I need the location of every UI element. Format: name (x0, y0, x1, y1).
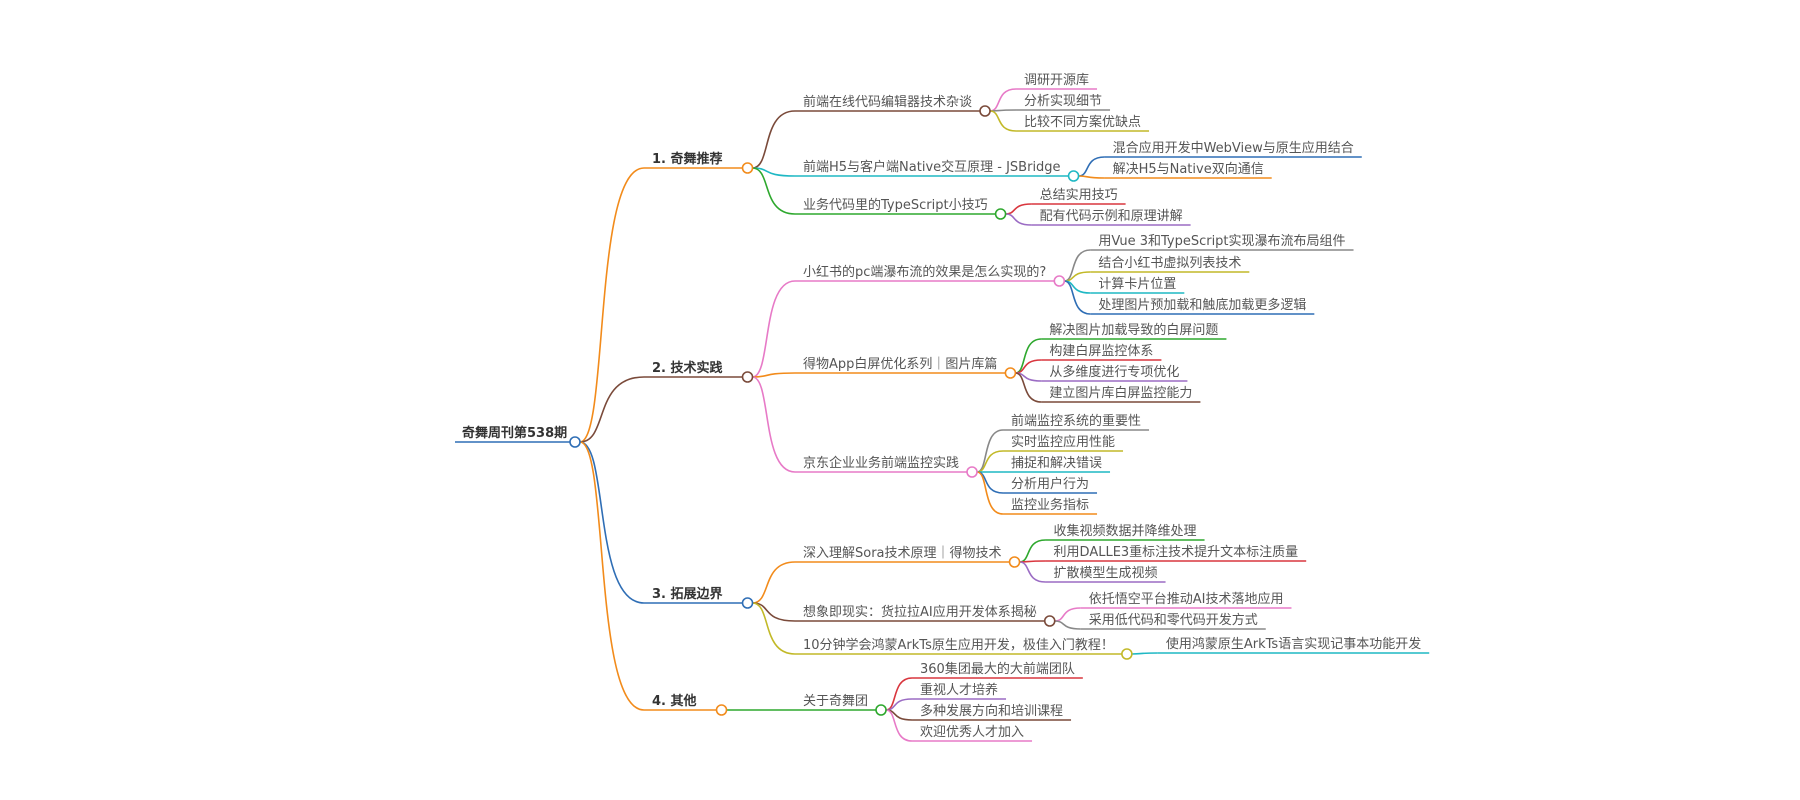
underline-layer (455, 88, 1430, 742)
topic-node-dot (966, 466, 978, 478)
topic-node-dot (994, 208, 1007, 220)
topic-connector (752, 561, 796, 604)
branch-topic: 2. 技术实践 (652, 360, 723, 376)
subtopic-connector (1019, 560, 1046, 563)
subtopic-label: 建立图片库白屏监控能力 (1049, 385, 1192, 401)
topic-label: 得物App白屏优化系列｜图片库篇 (803, 356, 997, 372)
subtopic-label: 分析用户行为 (1011, 476, 1089, 492)
subtopic-label: 多种发展方向和培训课程 (920, 703, 1063, 719)
topic-node-dot (875, 704, 887, 716)
subtopic-label: 监控业务指标 (1011, 497, 1089, 513)
topic-node-dot (1004, 367, 1017, 379)
topic-label: 前端H5与客户端Native交互原理 - JSBridge (803, 159, 1061, 175)
branch-node-dot (741, 597, 754, 609)
topic-label: 10分钟学会鸿蒙ArkTs原生应用开发，极佳入门教程！ (803, 637, 1114, 653)
subtopic-connector (1015, 372, 1042, 403)
subtopic-connector (1054, 620, 1081, 630)
topic-node-dot (979, 105, 991, 117)
branch-connector (579, 376, 645, 443)
subtopic-connector (976, 471, 1004, 515)
subtopic-label: 重视人才培养 (920, 682, 998, 698)
subtopic-connector (1005, 203, 1032, 215)
subtopic-label: 处理图片预加载和触底加载更多逻辑 (1098, 297, 1306, 313)
subtopic-connector (1054, 607, 1081, 622)
subtopic-label: 收集视频数据并降维处理 (1054, 523, 1197, 539)
branch-connector (579, 167, 645, 443)
branch-node-dot (741, 371, 754, 383)
subtopic-label: 用Vue 3和TypeScript实现瀑布流布局组件 (1098, 234, 1345, 249)
branch-topic: 1. 奇舞推荐 (652, 151, 723, 167)
branch-node-dot (715, 704, 728, 716)
topic-label: 京东企业业务前端监控实践 (803, 455, 959, 471)
subtopic-connector (1015, 338, 1042, 374)
branch-connector (579, 441, 645, 711)
root-topic: 奇舞周刊第538期 (462, 425, 567, 441)
subtopic-label: 依托悟空平台推动AI技术落地应用 (1089, 591, 1284, 607)
branch-connector (579, 441, 645, 604)
subtopic-label: 调研开源库 (1024, 72, 1089, 88)
subtopic-label: 采用低代码和零代码开发方式 (1089, 612, 1258, 628)
subtopic-label: 从多维度进行专项优化 (1049, 364, 1179, 380)
topic-node-dot (1121, 648, 1133, 660)
topic-connector (752, 602, 796, 655)
subtopic-label: 使用鸿蒙原生ArkTs语言实现记事本功能开发 (1166, 636, 1421, 652)
topic-node-dot (1008, 556, 1021, 568)
topic-connector (752, 376, 796, 473)
topic-label: 小红书的pc端瀑布流的效果是怎么实现的? (803, 264, 1046, 280)
subtopic-connector (1019, 539, 1046, 563)
topic-connector (752, 372, 796, 378)
topic-label: 前端在线代码编辑器技术杂谈 (803, 94, 972, 110)
node-dot-layer (569, 105, 1133, 716)
topic-node-dot (1043, 615, 1056, 627)
subtopic-connector (1005, 213, 1032, 226)
topic-connector (752, 110, 796, 169)
subtopic-connector (1064, 271, 1091, 282)
topic-node-dot (1053, 275, 1066, 287)
topic-connector (752, 167, 796, 215)
subtopic-label: 结合小红书虚拟列表技术 (1098, 255, 1241, 271)
connector-layer (579, 88, 1158, 742)
subtopic-label: 360集团最大的大前端团队 (920, 661, 1075, 677)
subtopic-connector (1078, 156, 1105, 177)
subtopic-connector (1131, 652, 1158, 655)
subtopic-label: 解决图片加载导致的白屏问题 (1049, 322, 1218, 338)
subtopic-label: 配有代码示例和原理讲解 (1040, 209, 1183, 224)
subtopic-label: 构建白屏监控体系 (1049, 343, 1153, 359)
subtopic-connector (1064, 249, 1091, 282)
branch-topic: 3. 拓展边界 (652, 586, 723, 602)
subtopic-label: 实时监控应用性能 (1011, 434, 1115, 450)
subtopic-connector (1019, 561, 1046, 583)
subtopic-connector (990, 109, 1017, 112)
label-layer: 奇舞周刊第538期 1. 奇舞推荐 前端在线代码编辑器技术杂谈 调研开源库分析实现细节… (462, 72, 1421, 740)
topic-label: 想象即现实：货拉拉AI应用开发体系揭秘 (803, 604, 1037, 620)
root-node-dot (569, 436, 581, 448)
subtopic-connector (1078, 175, 1105, 179)
subtopic-label: 总结实用技巧 (1040, 188, 1118, 203)
subtopic-connector (989, 110, 1017, 132)
subtopic-label: 比较不同方案优缺点 (1024, 114, 1141, 130)
topic-label: 深入理解Sora技术原理｜得物技术 (803, 545, 1002, 561)
subtopic-label: 扩散模型生成视频 (1054, 566, 1158, 581)
branch-topic: 4. 其他 (652, 693, 697, 709)
topic-label: 业务代码里的TypeScript小技巧 (803, 197, 988, 213)
subtopic-label: 解决H5与Native双向通信 (1113, 161, 1264, 177)
subtopic-connector (885, 677, 913, 711)
topic-connector (752, 280, 796, 378)
subtopic-label: 欢迎优秀人才加入 (920, 725, 1024, 740)
branch-node-dot (741, 162, 754, 174)
subtopic-connector (989, 88, 1017, 112)
subtopic-connector (1064, 280, 1091, 315)
subtopic-label: 计算卡片位置 (1098, 277, 1176, 292)
topic-node-dot (1067, 170, 1080, 182)
subtopic-connector (885, 709, 913, 742)
topic-connector (752, 167, 796, 177)
subtopic-label: 分析实现细节 (1024, 94, 1102, 109)
subtopic-label: 捕捉和解决错误 (1011, 455, 1102, 471)
subtopic-label: 前端监控系统的重要性 (1011, 413, 1141, 429)
subtopic-label: 利用DALLE3重标注技术提升文本标注质量 (1054, 544, 1299, 560)
topic-label: 关于奇舞团 (803, 693, 868, 709)
subtopic-label: 混合应用开发中WebView与原生应用结合 (1113, 140, 1354, 156)
